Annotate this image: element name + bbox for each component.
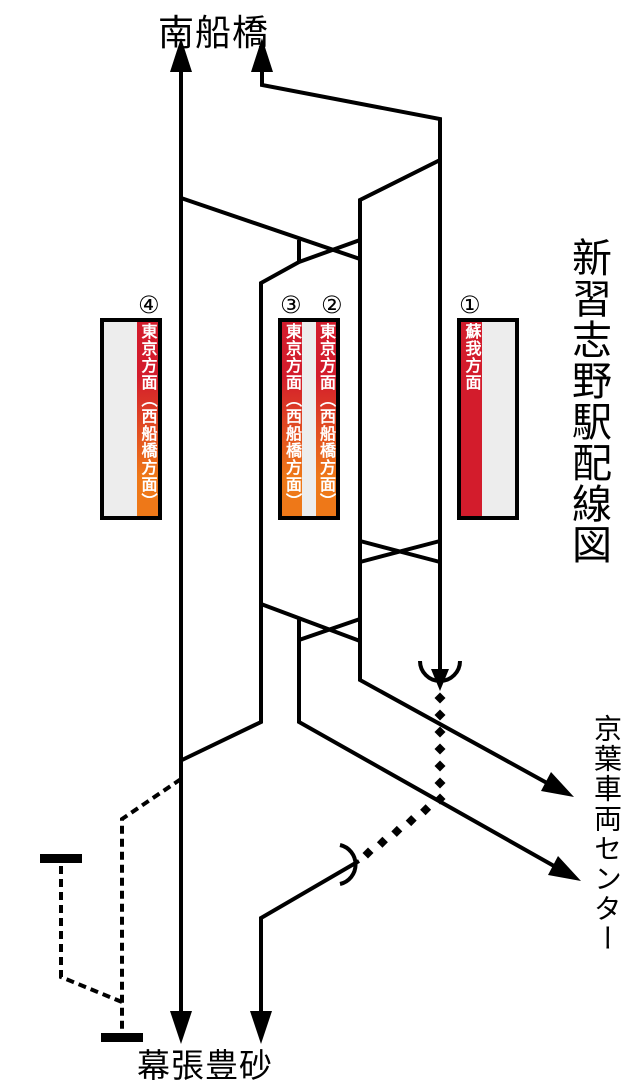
platform-1: 蘇我方面 <box>457 318 519 520</box>
destination-text-1: 蘇我方面 <box>462 323 482 391</box>
south-junction-e <box>260 602 361 643</box>
underground-dotted-line <box>362 692 446 859</box>
platform-3-2: 東京方面（西船橋方面） 東京方面（西船橋方面） <box>278 318 340 520</box>
dashed-siding-line <box>120 777 183 1034</box>
platform-number-2: ② <box>321 291 343 319</box>
destination-bar-4: 東京方面（西船橋方面） <box>137 322 158 516</box>
turnback-line <box>259 859 361 1014</box>
track-2-line <box>358 158 548 785</box>
buffer-stop-west <box>40 854 82 863</box>
arrow-depot-upper <box>541 772 574 797</box>
platform-number-3: ③ <box>280 291 302 319</box>
platform-number-4: ④ <box>138 291 160 319</box>
platform-4: 東京方面（西船橋方面） <box>100 318 162 520</box>
depot-lead-line <box>297 618 555 868</box>
track-3-line <box>181 260 300 762</box>
arrow-down-turnback <box>250 1011 272 1044</box>
destination-text-3: 東京方面（西船橋方面） <box>283 323 302 510</box>
arrow-down-track4 <box>170 1011 192 1044</box>
destination-text-2: 東京方面（西船橋方面） <box>317 323 336 510</box>
station-label-bottom: 幕張豊砂 <box>137 1046 273 1080</box>
scissors-crossover <box>359 539 441 564</box>
buffer-stop-south <box>101 1033 143 1042</box>
station-label-top: 南船橋 <box>158 13 270 54</box>
north-crossover-b <box>298 238 361 264</box>
destination-bar-3: 東京方面（西船橋方面） <box>282 322 302 516</box>
depot-label: 京葉車両センター <box>590 714 623 954</box>
platform-number-1: ① <box>459 291 481 319</box>
arrow-depot-lower <box>548 856 581 881</box>
south-junction-f <box>298 617 361 642</box>
destination-bar-1: 蘇我方面 <box>461 322 482 516</box>
diagram-title: 新習志野駅配線図 <box>565 237 611 565</box>
destination-bar-2: 東京方面（西船橋方面） <box>316 322 336 516</box>
arrow-up-track1-approach <box>251 38 273 72</box>
track-1-approach-line <box>260 62 442 677</box>
destination-text-4: 東京方面（西船橋方面） <box>138 323 158 510</box>
arrow-down-track1-end <box>431 669 449 691</box>
dashed-stub-line <box>59 866 123 1004</box>
underpass-arc-south <box>339 843 358 886</box>
arrow-up-track4 <box>170 38 192 72</box>
